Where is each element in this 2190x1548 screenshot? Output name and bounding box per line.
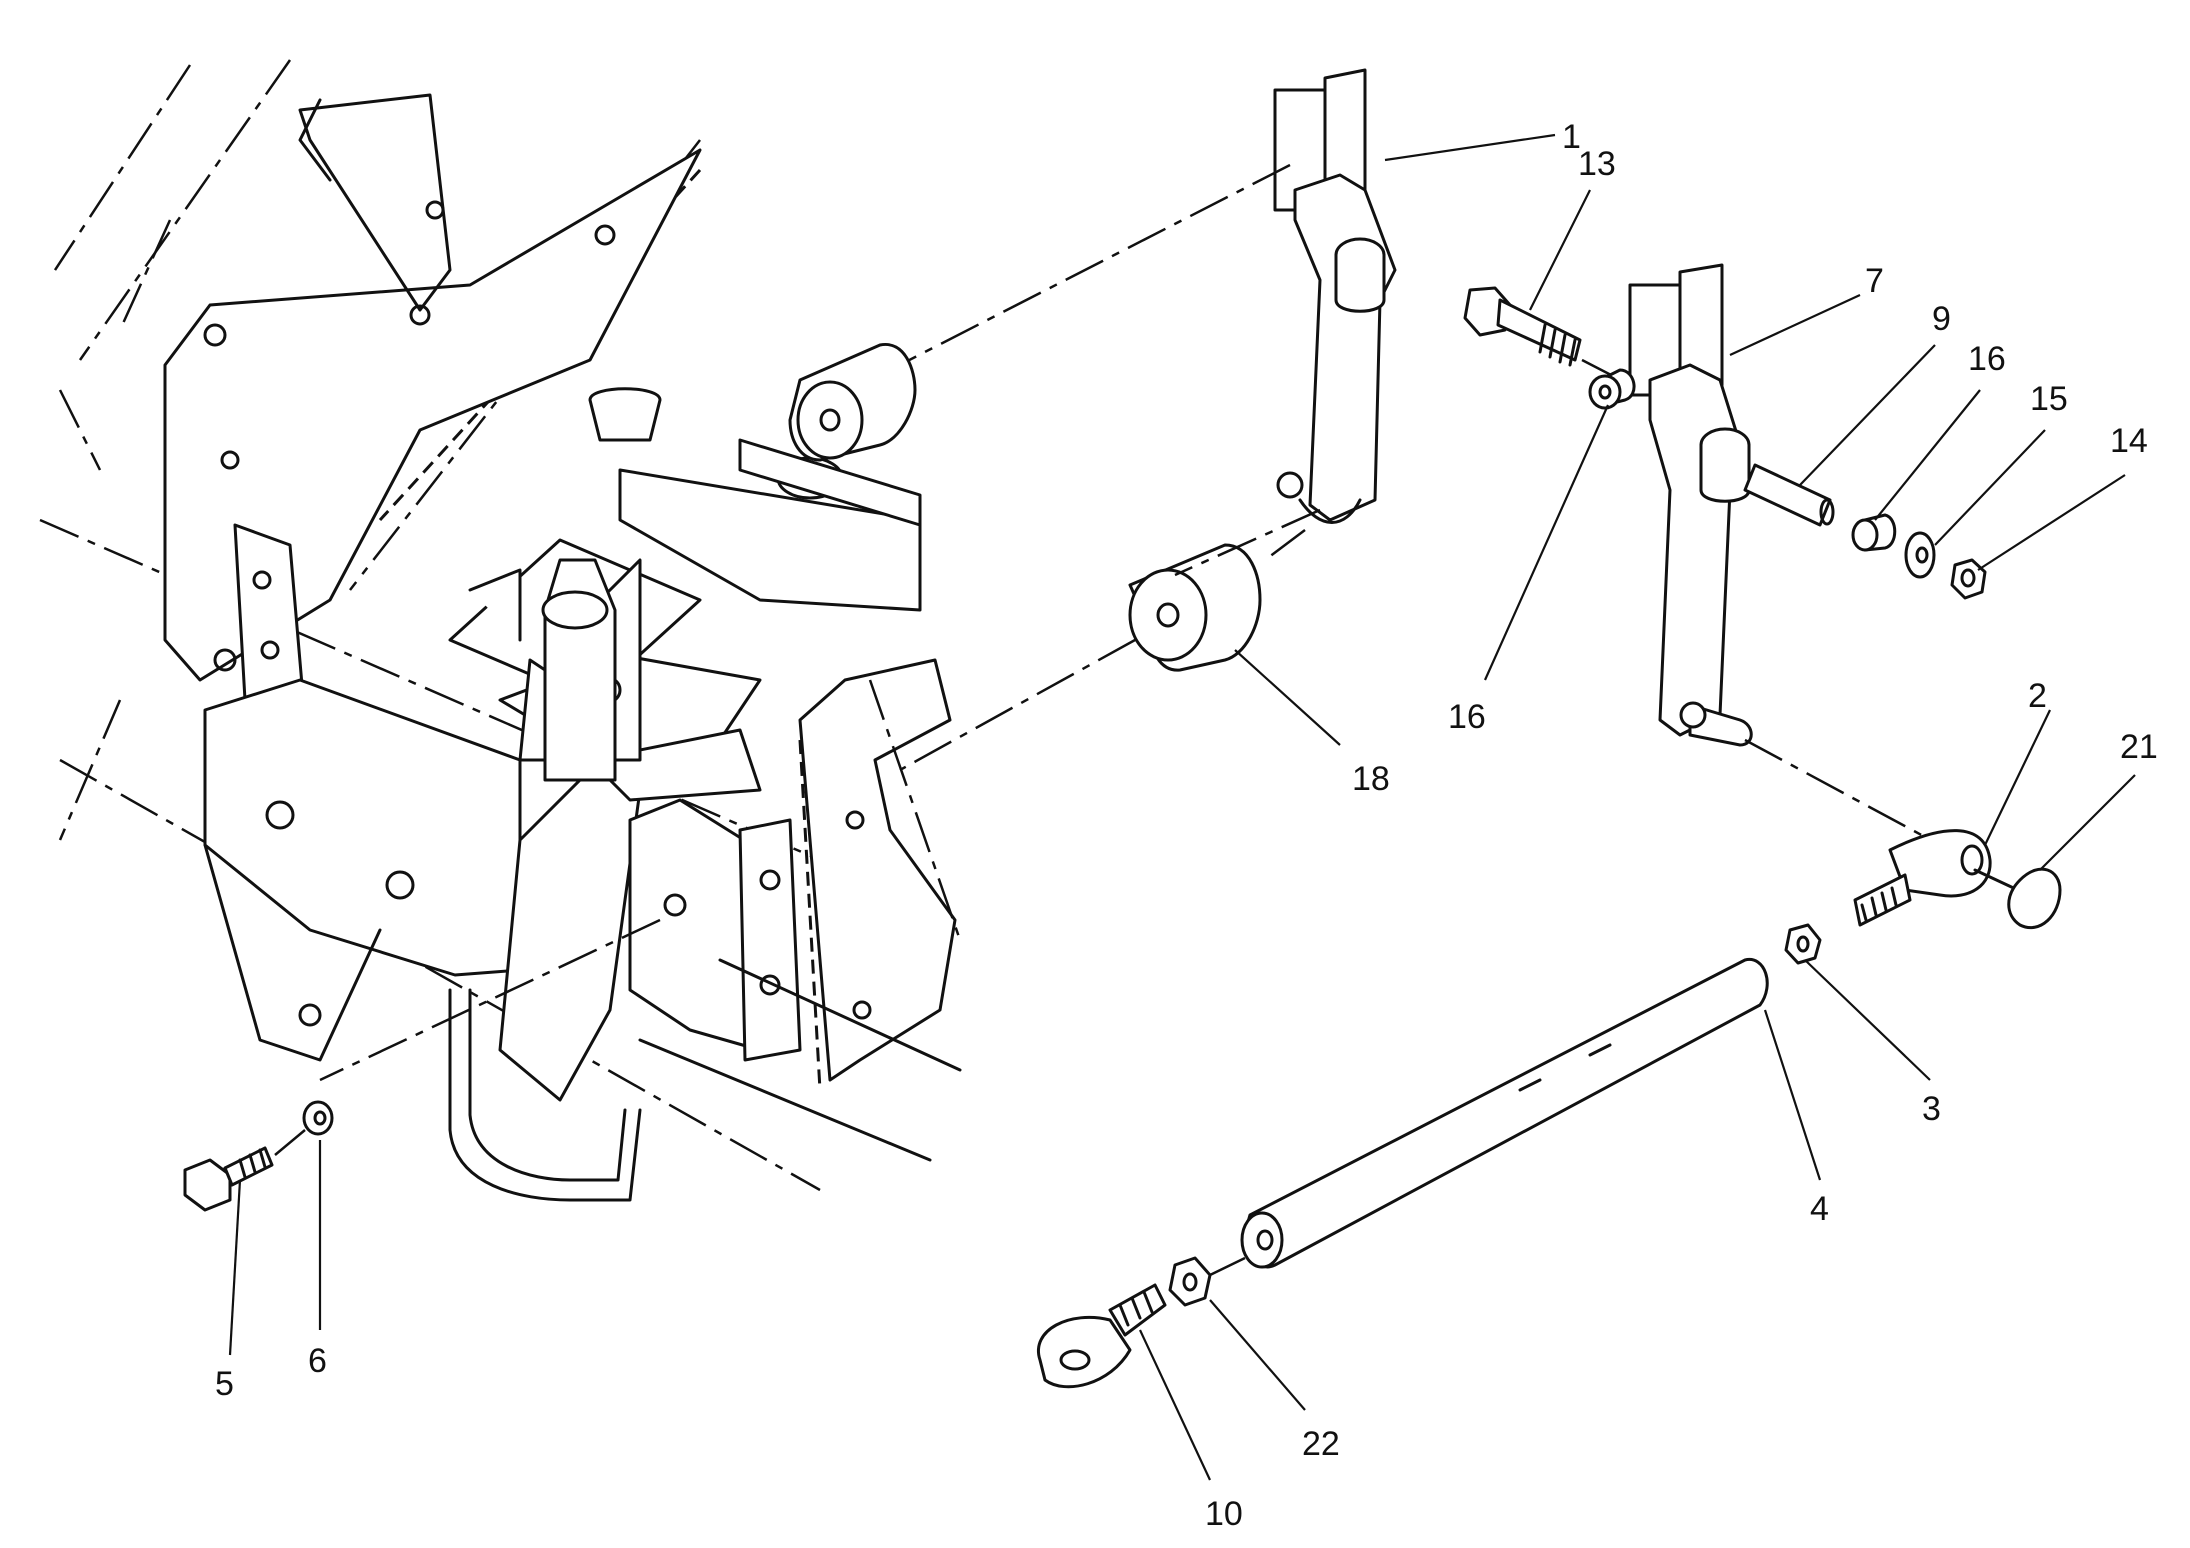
pin-9 xyxy=(1743,463,1835,527)
callout-3: 3 xyxy=(1922,1090,1941,1128)
callout-13: 13 xyxy=(1578,145,1616,183)
bolt-13 xyxy=(1463,286,1641,392)
leader-lines xyxy=(228,133,2136,1481)
callout-22: 22 xyxy=(1302,1425,1340,1463)
rod-tube-4 xyxy=(1240,958,1769,1269)
bolt-5 xyxy=(183,1146,274,1212)
callout-7: 7 xyxy=(1865,262,1884,300)
spacer-16-left xyxy=(1588,368,1636,410)
spacer-16-right xyxy=(1851,513,1897,552)
pedal-arm-7 xyxy=(1628,263,1941,847)
callout-21: 21 xyxy=(2120,728,2158,766)
callout-6: 6 xyxy=(308,1342,327,1380)
rod-end-10 xyxy=(1036,1283,1167,1389)
nut-14 xyxy=(1950,558,1987,600)
callout-labels: 1 2 3 4 5 6 7 9 10 13 14 15 16 16 18 21 … xyxy=(215,118,2158,1533)
jam-nut-22 xyxy=(1168,1256,1246,1307)
callout-18: 18 xyxy=(1352,760,1390,798)
callout-4: 4 xyxy=(1810,1190,1829,1228)
callout-2: 2 xyxy=(2028,677,2047,715)
callout-9: 9 xyxy=(1932,300,1951,338)
callout-10: 10 xyxy=(1205,1495,1243,1533)
pedal-arm-1 xyxy=(879,68,1397,561)
washer-15 xyxy=(1904,531,1936,579)
frame-assembly xyxy=(39,59,962,1202)
callout-1: 1 xyxy=(1562,118,1581,156)
callout-16-right: 16 xyxy=(1968,340,2006,378)
callout-5: 5 xyxy=(215,1365,234,1403)
callout-16-left: 16 xyxy=(1448,698,1486,736)
pivot-bushing-upper xyxy=(788,343,917,462)
washer-6 xyxy=(274,1100,334,1156)
callout-15: 15 xyxy=(2030,380,2068,418)
pivot-bushing-18 xyxy=(899,508,1321,772)
jam-nut-3 xyxy=(1784,923,1822,965)
retaining-clip-21 xyxy=(2007,867,2062,929)
callout-14: 14 xyxy=(2110,422,2148,460)
